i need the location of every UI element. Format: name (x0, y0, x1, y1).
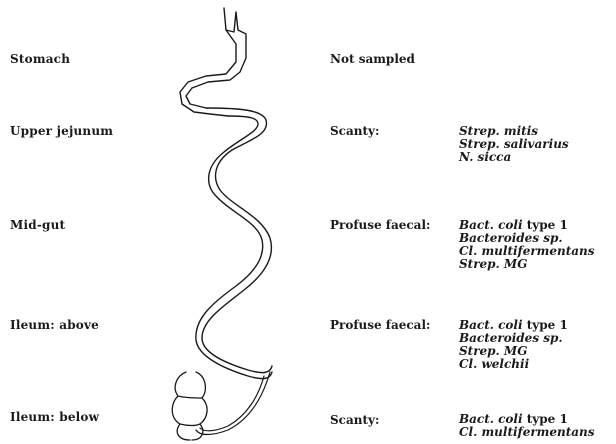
oesophagus-outline (186, 8, 246, 108)
organism-list-ileum-below: Bact. coli type 1 Cl. multifermentans (459, 413, 595, 439)
organism-entry: Strep. MG (459, 258, 595, 271)
status-mid-gut: Profuse faecal: (330, 218, 430, 232)
status-stomach: Not sampled (330, 52, 415, 66)
status-ileum-above: Profuse faecal: (330, 318, 430, 332)
region-label-mid-gut: Mid-gut (10, 218, 65, 232)
region-label-upper-jejunum: Upper jejunum (10, 124, 113, 138)
organism-list-mid-gut: Bact. coli type 1 Bacteroides sp. Cl. mu… (459, 219, 595, 271)
ileum-outline (196, 372, 270, 435)
region-label-ileum-below: Ileum: below (10, 410, 99, 424)
jejunum-outline-inner (196, 116, 272, 379)
organism-entry: Cl. multifermentans (459, 426, 595, 439)
organism-entry: N. sicca (459, 151, 569, 164)
organism-list-ileum-above: Bact. coli type 1 Bacteroides sp. Strep.… (459, 319, 568, 371)
status-upper-jejunum: Scanty: (330, 124, 379, 138)
organism-list-upper-jejunum: Strep. mitis Strep. salivarius N. sicca (459, 125, 569, 164)
stomach-outline (180, 30, 236, 116)
organism-entry: Cl. welchii (459, 358, 568, 371)
region-label-stomach: Stomach (10, 52, 70, 66)
status-ileum-below: Scanty: (330, 413, 379, 427)
region-label-ileum-above: Ileum: above (10, 318, 99, 332)
